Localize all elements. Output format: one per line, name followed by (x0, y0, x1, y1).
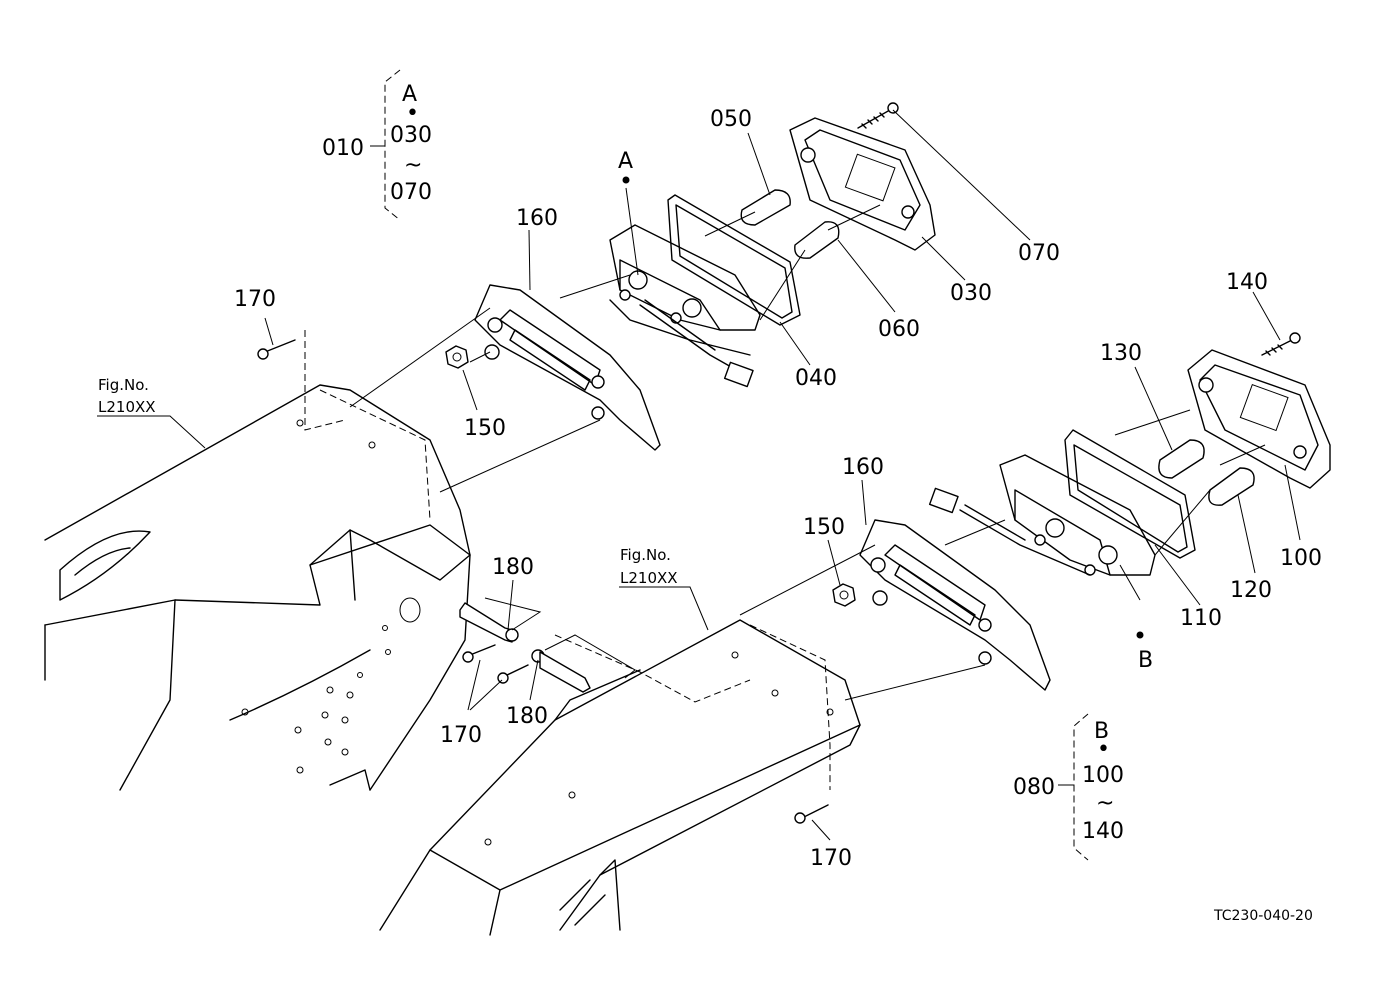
callout-180-bottom: 180 (506, 704, 548, 729)
group-bracket-B (1058, 713, 1089, 861)
left-fender-body (44, 330, 471, 791)
bracket-180-top (459, 597, 542, 643)
callout-marker-A: A (618, 149, 633, 174)
group-A-part: 010 (322, 136, 364, 161)
group-A-dot: • (406, 101, 419, 126)
screw-170-top (257, 339, 296, 360)
group-A-marker: A (402, 82, 417, 107)
callout-110: 110 (1180, 606, 1222, 631)
callout-160-left: 160 (516, 206, 558, 231)
screw-170-bottom (794, 804, 829, 824)
nut-150-right (832, 583, 856, 607)
callout-060: 060 (878, 317, 920, 342)
callout-140: 140 (1226, 270, 1268, 295)
fig-ref-right-title: Fig.No. (620, 546, 671, 564)
right-fender-body (379, 619, 861, 936)
group-A-to: 070 (390, 180, 432, 205)
nut-150-left (445, 345, 469, 369)
figure-code: TC230-040-20 (1213, 908, 1313, 924)
callout-150-left: 150 (464, 416, 506, 441)
group-A-tilde: ~ (404, 153, 422, 178)
callout-160-right: 160 (842, 455, 884, 480)
lower-bulbs (1158, 439, 1255, 506)
callout-120: 120 (1230, 578, 1272, 603)
callout-180-top: 180 (492, 555, 534, 580)
lower-screw-140 (1261, 332, 1301, 356)
upper-lens-030 (789, 117, 936, 251)
lower-lens-100 (1187, 349, 1331, 489)
group-A-from: 030 (390, 123, 432, 148)
callout-040: 040 (795, 366, 837, 391)
screws-170-mid (462, 644, 529, 684)
group-B-part: 080 (1013, 775, 1055, 800)
lower-lamp-holder-160 (859, 519, 1051, 691)
callout-070: 070 (1018, 241, 1060, 266)
marker-dot-A (622, 176, 630, 184)
upper-lamp-gasket-040 (667, 194, 801, 326)
group-bracket-A (370, 69, 401, 221)
leader-lines (97, 109, 1301, 841)
lower-lamp-gasket-110 (1064, 429, 1196, 559)
callout-170-bottom: 170 (810, 846, 852, 871)
marker-dot-B (1136, 631, 1144, 639)
callout-150-right: 150 (803, 515, 845, 540)
callout-130: 130 (1100, 341, 1142, 366)
upper-lamp-body (609, 224, 761, 388)
callout-marker-B: B (1138, 648, 1153, 673)
fig-ref-right-code: L210XX (620, 569, 678, 587)
upper-lamp-holder-160 (474, 284, 661, 451)
group-B-tilde: ~ (1096, 791, 1114, 816)
group-B-dot: • (1097, 737, 1110, 762)
lower-lamp-body (928, 454, 1156, 576)
callout-100: 100 (1280, 546, 1322, 571)
callout-170-top: 170 (234, 287, 276, 312)
fig-ref-left-title: Fig.No. (98, 376, 149, 394)
group-B-marker: B (1094, 719, 1109, 744)
group-B-from: 100 (1082, 763, 1124, 788)
bracket-180-bottom (531, 634, 636, 693)
group-B-to: 140 (1082, 819, 1124, 844)
callout-170-mid: 170 (440, 723, 482, 748)
upper-screw-070 (857, 102, 899, 129)
callout-030: 030 (950, 281, 992, 306)
fig-ref-left-code: L210XX (98, 398, 156, 416)
callout-050: 050 (710, 107, 752, 132)
